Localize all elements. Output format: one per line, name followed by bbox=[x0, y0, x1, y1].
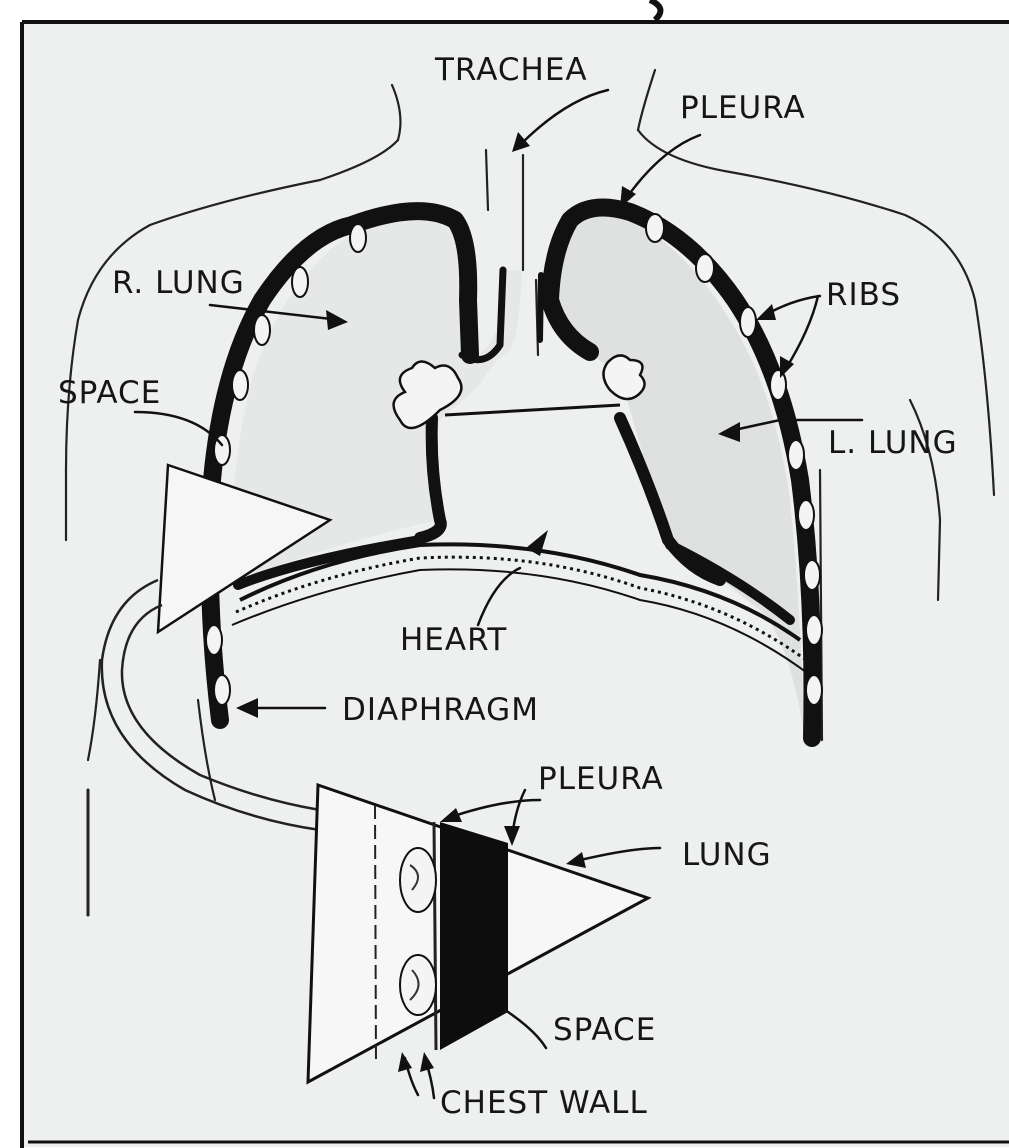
label-space: SPACE bbox=[58, 378, 161, 409]
label-chest-wall: CHEST WALL bbox=[440, 1088, 648, 1119]
label-diaphragm: DIAPHRAGM bbox=[342, 695, 539, 726]
label-ribs: RIBS bbox=[826, 280, 901, 311]
label-lung-inset: LUNG bbox=[682, 840, 772, 871]
label-space-inset: SPACE bbox=[553, 1015, 656, 1046]
label-right-lung: R. LUNG bbox=[112, 268, 245, 299]
label-heart: HEART bbox=[400, 625, 507, 656]
label-pleura: PLEURA bbox=[680, 93, 806, 124]
label-left-lung: L. LUNG bbox=[828, 428, 958, 459]
label-pleura-inset: PLEURA bbox=[538, 764, 664, 795]
label-trachea: TRACHEA bbox=[435, 55, 588, 86]
